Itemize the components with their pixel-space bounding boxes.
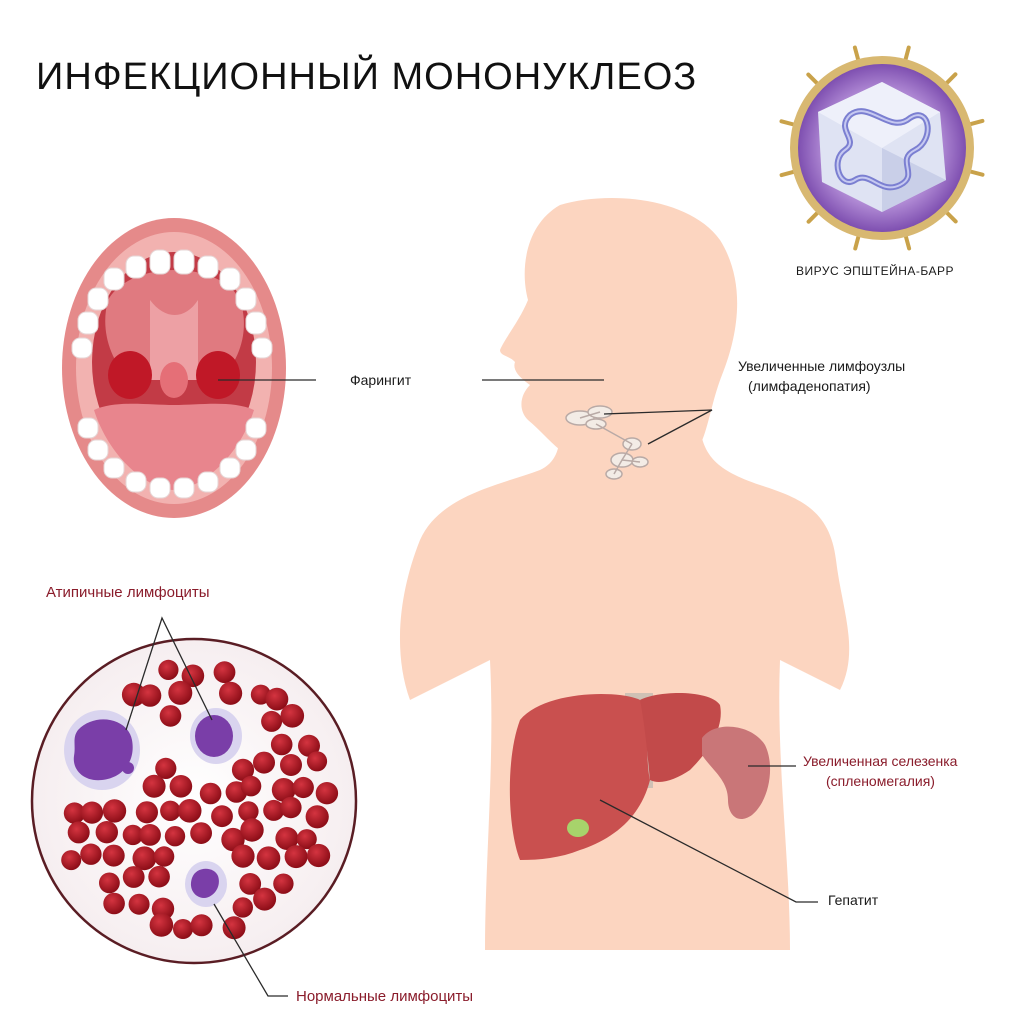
red-blood-cell [139,824,161,846]
red-blood-cell [298,734,320,757]
red-blood-cell [169,775,193,798]
red-blood-cell [63,802,86,824]
atypical-lymphocyte [64,710,140,790]
red-blood-cell [138,684,162,707]
red-blood-cell [213,661,236,684]
red-blood-cell [80,843,102,865]
page-title: ИНФЕКЦИОННЫЙ МОНОНУКЛЕОЗ [36,56,698,98]
red-blood-cell [153,846,175,867]
red-blood-cell [263,799,285,821]
red-blood-cell [307,843,331,868]
red-blood-cell [95,821,119,844]
red-blood-cell [160,800,181,821]
normal-lymphocyte [185,861,227,907]
epstein-barr-virus-icon [779,45,985,251]
label-atypical-lymphocytes: Атипичные лимфоциты [46,584,210,601]
red-blood-cell [284,845,308,869]
red-blood-cell [238,801,259,822]
red-blood-cell [240,775,262,797]
red-blood-cell [231,844,255,868]
blood-smear-icon [30,637,358,965]
leader-atypical [125,616,213,731]
label-lymph-nodes-line1: Увеличенные лимфоузлы [738,358,906,374]
red-blood-cell [102,799,127,823]
red-blood-cell [149,913,174,937]
red-blood-cell [128,893,150,915]
atypical-lymphocyte [190,708,242,764]
label-pharyngitis: Фарингит [350,372,412,388]
body-silhouette-icon [399,198,850,950]
red-blood-cell [240,818,264,842]
red-blood-cell [280,754,302,776]
red-blood-cell [280,704,305,728]
red-blood-cell [273,873,294,894]
red-blood-cell [148,865,170,888]
red-blood-cell [80,801,104,824]
red-blood-cell [164,826,186,847]
red-blood-cell [292,776,314,799]
red-blood-cell [159,705,182,727]
red-blood-cell [190,914,213,937]
red-blood-cell [173,919,193,939]
red-blood-cell [261,710,283,732]
red-blood-cell [199,782,222,805]
red-blood-cell [177,799,202,823]
red-blood-cell [232,897,253,918]
red-blood-cell [275,827,299,850]
red-blood-cell [305,805,329,829]
red-blood-cell [103,892,125,915]
red-blood-cell [67,821,90,844]
red-blood-cell [102,844,125,867]
red-blood-cell [122,824,144,846]
red-blood-cell [135,801,158,824]
virus-caption: ВИРУС ЭПШТЕЙНА-БАРР [796,264,954,278]
red-blood-cell [271,778,296,802]
spleen-icon [702,726,771,820]
red-blood-cell [158,659,179,681]
red-blood-cell [190,822,213,844]
red-blood-cell [122,866,145,888]
leader-normal [213,903,288,997]
leader-hepatitis [599,799,818,903]
red-blood-cell [270,733,293,756]
red-blood-cell [256,846,281,870]
leader-lymph-nodes [603,409,713,445]
red-blood-cell [253,751,275,774]
red-blood-cell [253,887,277,911]
red-blood-cell [219,681,243,705]
red-blood-cell [155,757,177,780]
red-blood-cell [61,850,82,871]
open-mouth-throat-icon [62,218,286,518]
label-normal-lymphocytes: Нормальные лимфоциты [296,988,474,1005]
red-blood-cell [296,829,317,850]
label-spleen-line2: (спленомегалия) [826,773,935,789]
red-blood-cell [306,751,328,772]
label-spleen-line1: Увеличенная селезенка [803,753,958,769]
leader-lines [125,379,818,997]
red-blood-cell [99,872,120,894]
red-blood-cell [231,758,255,782]
red-blood-cell [222,916,246,940]
red-blood-cell [142,774,166,798]
liver-icon [509,693,721,860]
red-blood-cell [239,873,262,895]
red-blood-cell [315,782,339,805]
red-blood-cell [132,846,157,871]
label-hepatitis: Гепатит [828,892,879,908]
red-blood-cell [280,796,302,819]
red-blood-cell [168,680,193,705]
red-blood-cell [265,687,289,711]
red-blood-cell [211,805,233,828]
label-lymph-nodes-line2: (лимфаденопатия) [748,378,871,394]
lymph-nodes-icon [565,405,649,480]
